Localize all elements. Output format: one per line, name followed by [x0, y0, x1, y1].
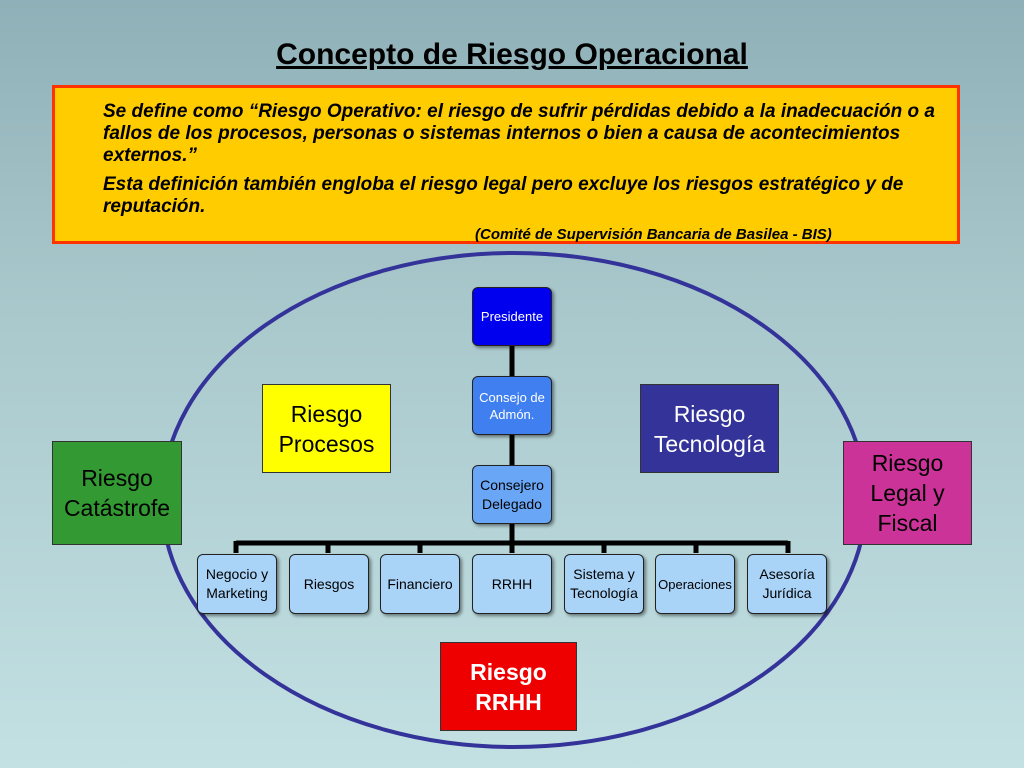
dept-asesoria-juridica: Asesoría Jurídica [747, 554, 827, 614]
dept-riesgos: Riesgos [289, 554, 369, 614]
node-consejo: Consejo de Admón. [472, 376, 552, 435]
dept-financiero: Financiero [380, 554, 460, 614]
node-consejero-delegado: Consejero Delegado [472, 465, 552, 524]
risk-legal-fiscal: Riesgo Legal y Fiscal [843, 441, 972, 545]
dept-negocio-marketing: Negocio y Marketing [197, 554, 277, 614]
definition-source: (Comité de Supervisión Bancaria de Basil… [475, 226, 832, 243]
definition-box: Se define como “Riesgo Operativo: el rie… [52, 85, 960, 244]
definition-paragraph-1: Se define como “Riesgo Operativo: el rie… [103, 101, 935, 166]
dept-rrhh: RRHH [472, 554, 552, 614]
page-title: Concepto de Riesgo Operacional [276, 38, 748, 71]
node-presidente: Presidente [472, 287, 552, 346]
risk-rrhh: Riesgo RRHH [440, 642, 577, 731]
risk-procesos: Riesgo Procesos [262, 384, 391, 473]
dept-operaciones: Operaciones [655, 554, 735, 614]
dept-sistema-tecnologia: Sistema y Tecnología [564, 554, 644, 614]
definition-paragraph-2: Esta definición también engloba el riesg… [103, 174, 904, 217]
risk-catastrofe: Riesgo Catástrofe [52, 441, 182, 545]
risk-tecnologia: Riesgo Tecnología [640, 384, 779, 473]
